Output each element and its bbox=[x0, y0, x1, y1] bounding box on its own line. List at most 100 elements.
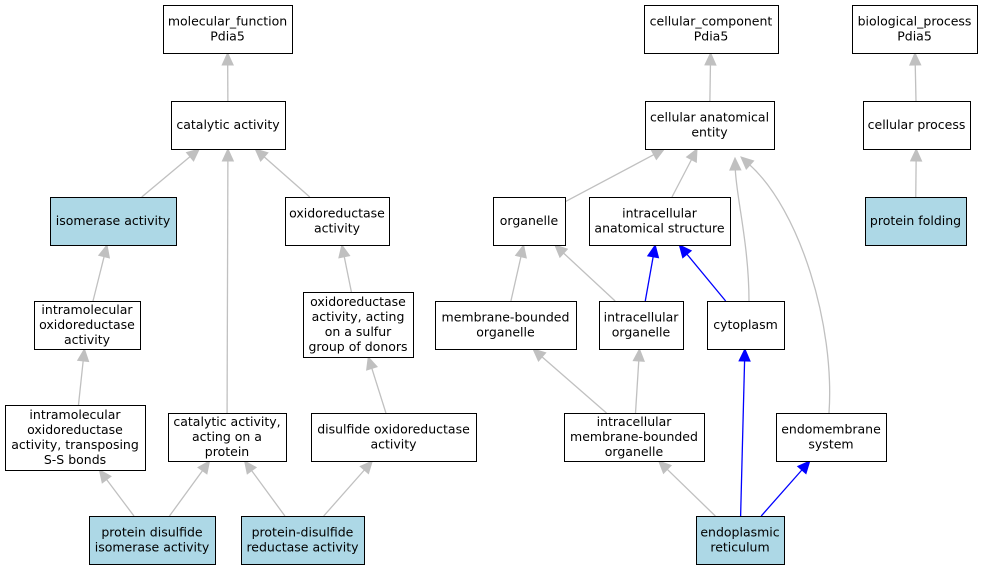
term-label-line: organelle bbox=[500, 213, 559, 228]
term-box bbox=[644, 5, 779, 54]
term-node-cp[interactable]: cellular process bbox=[863, 101, 971, 150]
term-box bbox=[311, 413, 477, 462]
edge-pf-to-cp bbox=[909, 147, 923, 198]
term-label-line: protein folding bbox=[870, 213, 961, 228]
term-label-line: intracellular bbox=[597, 414, 673, 429]
term-label-line: oxidoreductase bbox=[39, 317, 135, 332]
term-label-line: reticulum bbox=[710, 540, 769, 555]
term-label-line: system bbox=[808, 437, 853, 452]
term-box bbox=[645, 101, 775, 150]
term-box bbox=[599, 301, 684, 350]
term-box bbox=[50, 197, 177, 246]
term-box bbox=[241, 516, 365, 565]
term-label-line: membrane-bounded bbox=[442, 310, 570, 325]
edge-ias-to-cae bbox=[671, 147, 698, 198]
term-box bbox=[863, 101, 971, 150]
term-label-line: intramolecular bbox=[41, 302, 133, 317]
term-label-line: activity bbox=[64, 332, 111, 347]
term-label-line: isomerase activity bbox=[56, 213, 171, 228]
edge-pdi-to-intrass bbox=[98, 469, 135, 517]
term-label-line: cellular_component bbox=[650, 14, 773, 29]
term-label-line: protein disulfide bbox=[101, 525, 203, 540]
term-label-line: biological_process bbox=[858, 14, 972, 29]
term-label-line: molecular_function bbox=[168, 14, 287, 29]
term-label-line: S-S bonds bbox=[44, 452, 106, 467]
term-label-line: protein bbox=[205, 444, 249, 459]
term-label-line: group of donors bbox=[308, 339, 407, 354]
term-label-line: activity, acting bbox=[312, 309, 405, 324]
term-node-pf[interactable]: protein folding bbox=[865, 197, 967, 246]
edge-layer bbox=[76, 51, 923, 517]
term-box bbox=[707, 301, 785, 350]
term-label-line: oxidoreductase bbox=[310, 294, 406, 309]
term-label-line: reductase activity bbox=[246, 540, 359, 555]
edge-pdi-to-catprot bbox=[168, 460, 211, 517]
term-box bbox=[285, 197, 390, 246]
term-label-line: cellular process bbox=[868, 117, 966, 132]
term-node-iso[interactable]: isomerase activity bbox=[50, 197, 177, 246]
term-label-line: disulfide oxidoreductase bbox=[317, 422, 470, 437]
edge-catprot-to-cat bbox=[221, 147, 235, 414]
edge-er-to-imbo bbox=[657, 460, 716, 517]
term-node-cat[interactable]: catalytic activity bbox=[171, 101, 286, 150]
term-box bbox=[435, 301, 577, 350]
term-label-line: organelle bbox=[612, 325, 671, 340]
edge-cyto-to-ias bbox=[678, 244, 727, 302]
term-label-line: organelle bbox=[476, 325, 535, 340]
term-label-line: catalytic activity, bbox=[173, 414, 280, 429]
term-label-line: acting on a bbox=[192, 429, 262, 444]
term-label-line: catalytic activity bbox=[176, 117, 280, 132]
term-box bbox=[5, 405, 146, 471]
term-label-line: anatomical structure bbox=[594, 221, 724, 236]
edge-iso-to-cat bbox=[141, 148, 201, 198]
term-label-line: entity bbox=[691, 125, 728, 140]
term-label-line: protein-disulfide bbox=[252, 525, 354, 540]
edge-cae-to-cc bbox=[704, 51, 717, 102]
term-node-org[interactable]: organelle bbox=[493, 197, 566, 246]
term-box bbox=[168, 413, 287, 462]
edge-imbo-to-mbo bbox=[532, 348, 607, 414]
term-label-line: activity, transposing bbox=[11, 437, 139, 452]
term-box bbox=[303, 292, 414, 358]
term-node-cyto[interactable]: cytoplasm bbox=[707, 301, 785, 350]
term-label-line: activity bbox=[370, 437, 417, 452]
term-box bbox=[89, 516, 216, 565]
edge-pdr-to-catprot bbox=[243, 460, 286, 517]
term-label-line: Pdia5 bbox=[694, 29, 729, 44]
edge-org-to-cae bbox=[564, 148, 666, 203]
edge-io-to-ias bbox=[644, 243, 660, 302]
term-box bbox=[171, 101, 286, 150]
edge-disulf-to-oxsulf bbox=[366, 355, 387, 414]
term-box bbox=[564, 413, 705, 462]
term-label-line: oxidoreductase bbox=[289, 206, 385, 221]
edge-pdr-to-disulf bbox=[323, 460, 374, 517]
edge-intraox-to-iso bbox=[92, 243, 111, 302]
term-box bbox=[776, 413, 887, 462]
term-label-line: organelle bbox=[605, 444, 664, 459]
term-label-line: isomerase activity bbox=[95, 540, 210, 555]
edge-oxsulf-to-oxred bbox=[338, 243, 353, 293]
term-label-line: endomembrane bbox=[781, 422, 881, 437]
term-label-line: cytoplasm bbox=[713, 317, 778, 332]
term-box bbox=[852, 5, 978, 54]
edge-endo-to-cae bbox=[740, 156, 831, 414]
